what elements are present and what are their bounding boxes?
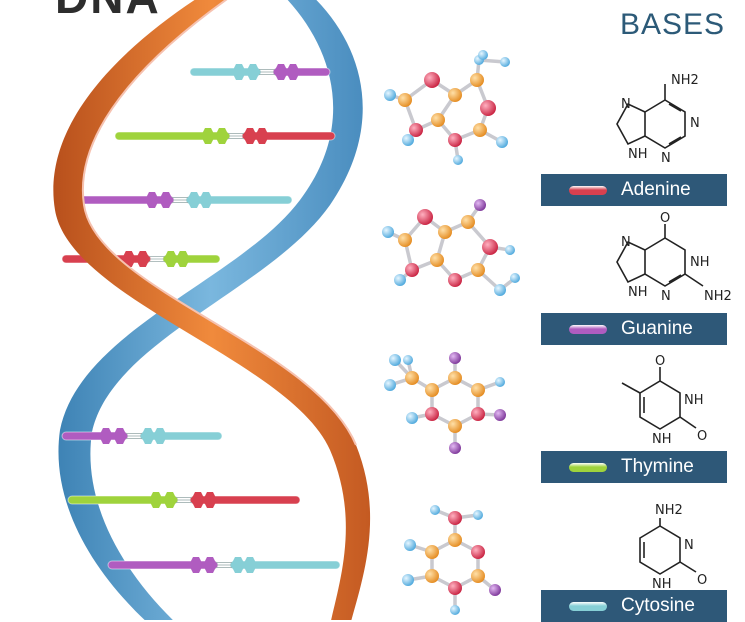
molecule-models xyxy=(382,50,520,615)
base-pair-5 xyxy=(61,428,223,444)
guanine-n-label-2: N xyxy=(661,289,671,304)
cytosine-o-label: O xyxy=(697,573,707,588)
bases-title: BASES xyxy=(619,8,725,41)
cytosine-nh2-label: NH2 xyxy=(655,503,683,518)
guanine-label-bar: Guanine xyxy=(541,313,727,345)
cytosine-formula: NH2 N NH O xyxy=(639,503,707,592)
adenine-nh-label: NH xyxy=(628,147,648,162)
thymine-o-label-1: O xyxy=(655,354,665,369)
thymine-o-label-2: O xyxy=(697,429,707,444)
cytosine-label-bar: Cytosine xyxy=(541,590,727,622)
guanine-swatch xyxy=(569,324,607,334)
guanine-nh2-label: NH2 xyxy=(704,289,732,304)
orange-backbone-strand xyxy=(53,0,371,620)
thymine-molecule xyxy=(384,352,506,454)
guanine-formula: O N NH NH N NH2 xyxy=(616,211,732,304)
base-pair-1 xyxy=(189,64,331,80)
adenine-n-label-1: N xyxy=(621,97,631,112)
adenine-n-label-2: N xyxy=(690,116,700,131)
adenine-nh2-label: NH2 xyxy=(671,73,699,88)
base-pair-3 xyxy=(67,192,293,208)
cytosine-molecule xyxy=(402,505,501,615)
thymine-label: Thymine xyxy=(621,456,694,477)
dna-title: DNA xyxy=(55,0,161,24)
adenine-molecule xyxy=(384,50,510,165)
adenine-label-bar: Adenine xyxy=(541,174,727,206)
cytosine-label: Cytosine xyxy=(621,595,695,616)
base-pair-rungs xyxy=(61,64,341,573)
guanine-nh-label-1: NH xyxy=(690,255,710,270)
thymine-label-bar: Thymine xyxy=(541,451,727,483)
cytosine-nh-label: NH xyxy=(652,577,672,592)
thymine-swatch xyxy=(569,462,607,472)
guanine-nh-label-2: NH xyxy=(628,285,648,300)
blue-backbone-strand xyxy=(58,0,363,620)
adenine-swatch xyxy=(569,185,607,195)
adenine-label: Adenine xyxy=(621,179,691,200)
guanine-molecule xyxy=(382,199,520,296)
thymine-nh-label-2: NH xyxy=(652,432,672,447)
base-pair-2 xyxy=(114,128,336,144)
guanine-label: Guanine xyxy=(621,318,693,339)
thymine-nh-label-1: NH xyxy=(684,393,704,408)
cytosine-n-label: N xyxy=(684,538,694,553)
base-pair-6 xyxy=(67,492,301,508)
adenine-formula: NH2 N N NH N xyxy=(616,73,700,166)
adenine-n-label-3: N xyxy=(661,151,671,166)
base-pair-7 xyxy=(107,557,341,573)
guanine-o-label: O xyxy=(660,211,670,226)
cytosine-swatch xyxy=(569,601,607,611)
guanine-n-label-1: N xyxy=(621,235,631,250)
thymine-formula: O NH NH O xyxy=(621,354,707,447)
